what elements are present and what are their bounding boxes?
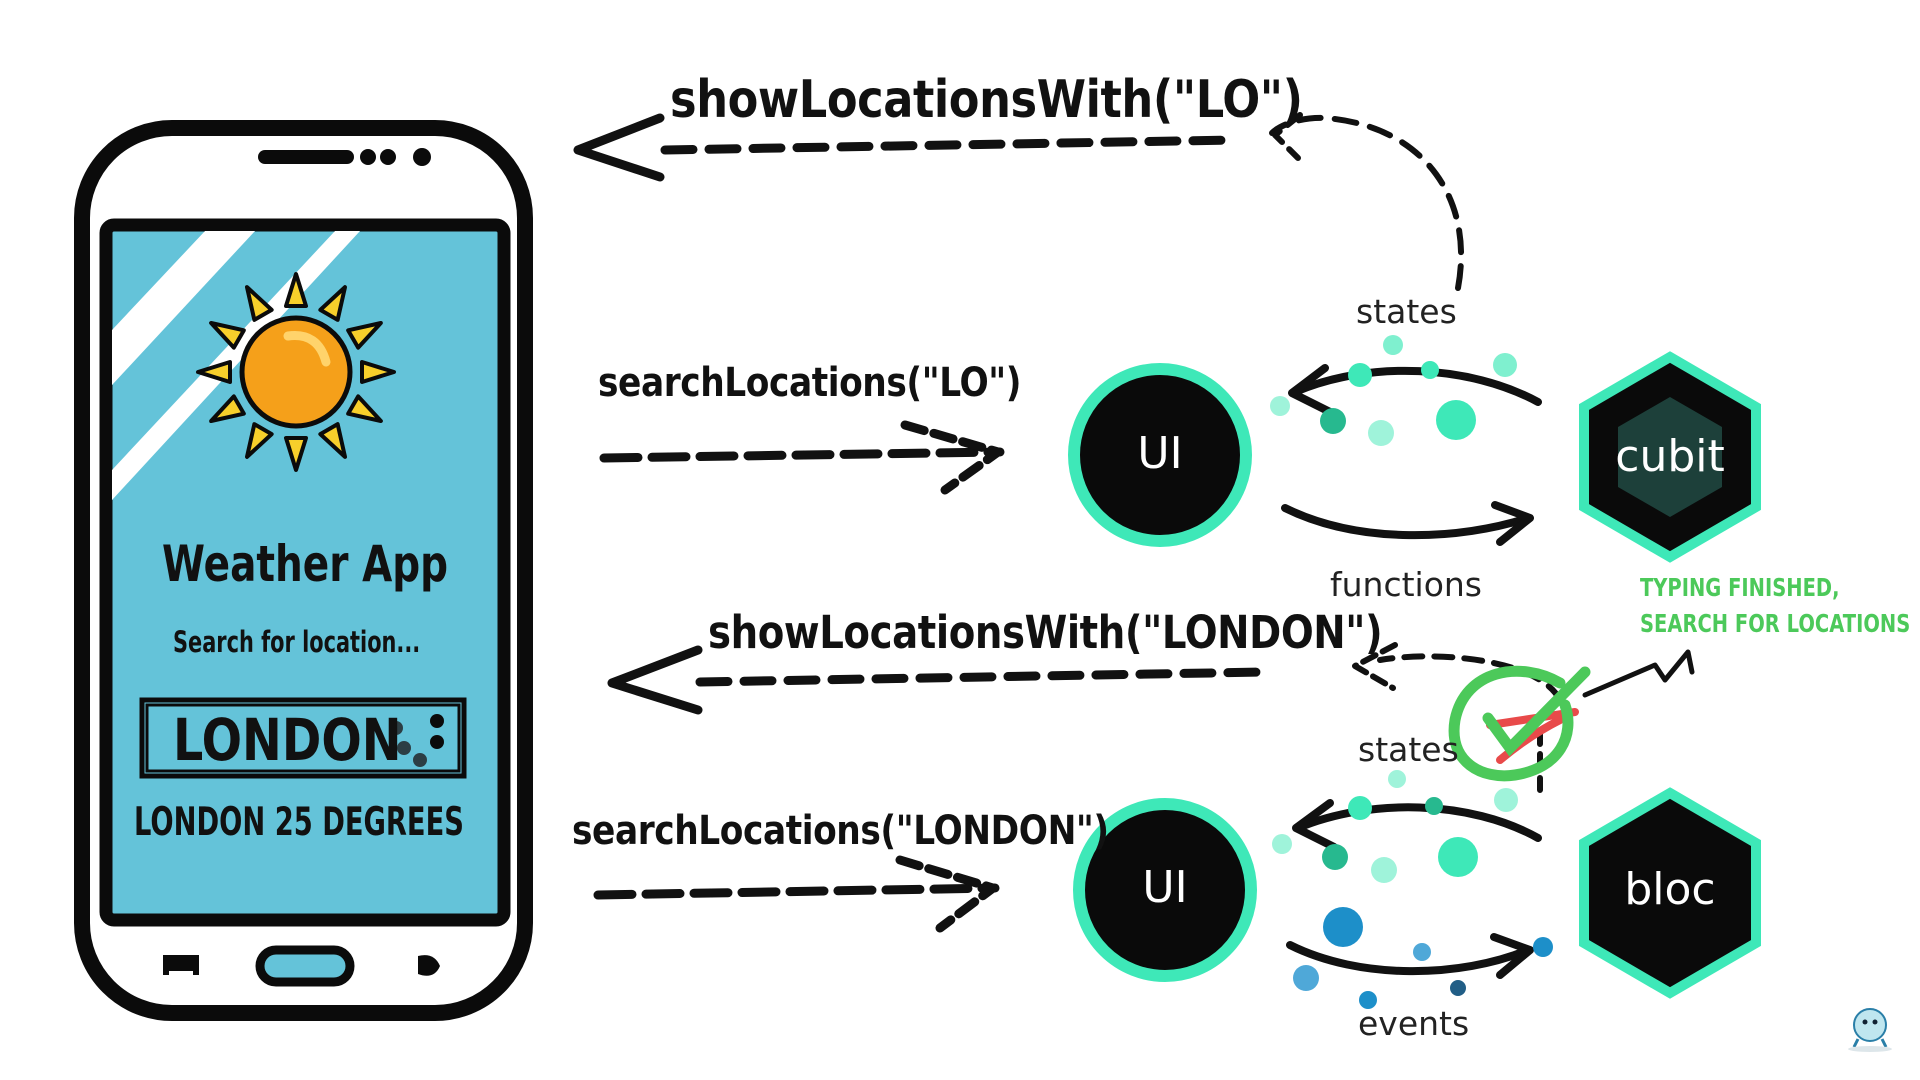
search-value[interactable]: LONDON [173,706,402,774]
search-box [139,697,467,779]
phone-menu-button [418,955,440,976]
cubit-node [1579,351,1761,563]
state-arrow-cubit [660,135,1240,155]
states-loop-arrow-cubit [1291,366,1542,406]
states-loop-arrow-bloc [1294,803,1542,842]
event-dots-bloc [1293,907,1553,1009]
note-line-2: SEARCH FOR LOCATIONS [1640,609,1911,638]
functions-loop-arrow-cubit [1281,504,1532,540]
function-call-bloc: searchLocations("LONDON") [572,808,1109,854]
ui-node-bloc [1073,798,1257,982]
phone-speaker [258,150,354,164]
app-title: Weather App [162,535,449,593]
state-dots-cubit [1270,335,1517,446]
state-arrow-bloc [695,667,1270,687]
cubit-label: cubit [1615,431,1725,482]
function-arrow-bloc [593,883,1000,900]
phone-back-button [163,955,199,975]
function-arrow-cubit [599,447,1005,463]
ui-label-cubit: UI [1137,428,1183,479]
functions-label-cubit: functions [1330,565,1482,604]
sun-icon [196,272,396,472]
function-call-cubit: searchLocations("LO") [598,360,1022,406]
phone-camera [413,148,431,166]
states-curve-bloc [1377,653,1563,703]
ui-label-bloc: UI [1142,862,1188,913]
ui-node-cubit [1068,363,1252,547]
events-label-bloc: events [1358,1004,1470,1043]
mascot-icon [1848,1008,1892,1052]
loading-dots-icon [389,714,444,767]
bloc-node [1579,787,1761,999]
states-label-cubit: states [1356,292,1457,331]
state-dots-bloc [1272,770,1518,883]
state-call-cubit: showLocationsWith("LO") [670,70,1303,130]
states-label-bloc: states [1358,730,1459,769]
state-call-bloc: showLocationsWith("LONDON") [708,606,1383,659]
note-pointer [1582,649,1695,698]
weather-result: LONDON 25 DEGREES [134,800,464,845]
checkmark-icon [1448,665,1591,782]
search-prompt: Search for location... [173,625,421,659]
events-loop-arrow-bloc [1286,941,1532,976]
note-line-1: TYPING FINISHED, [1640,573,1840,602]
bloc-label: bloc [1624,864,1716,915]
phone-home-button [255,945,355,987]
typing-finished-note: TYPING FINISHED, SEARCH FOR LOCATIONS [1640,570,1910,642]
states-curve-cubit [1269,114,1465,291]
